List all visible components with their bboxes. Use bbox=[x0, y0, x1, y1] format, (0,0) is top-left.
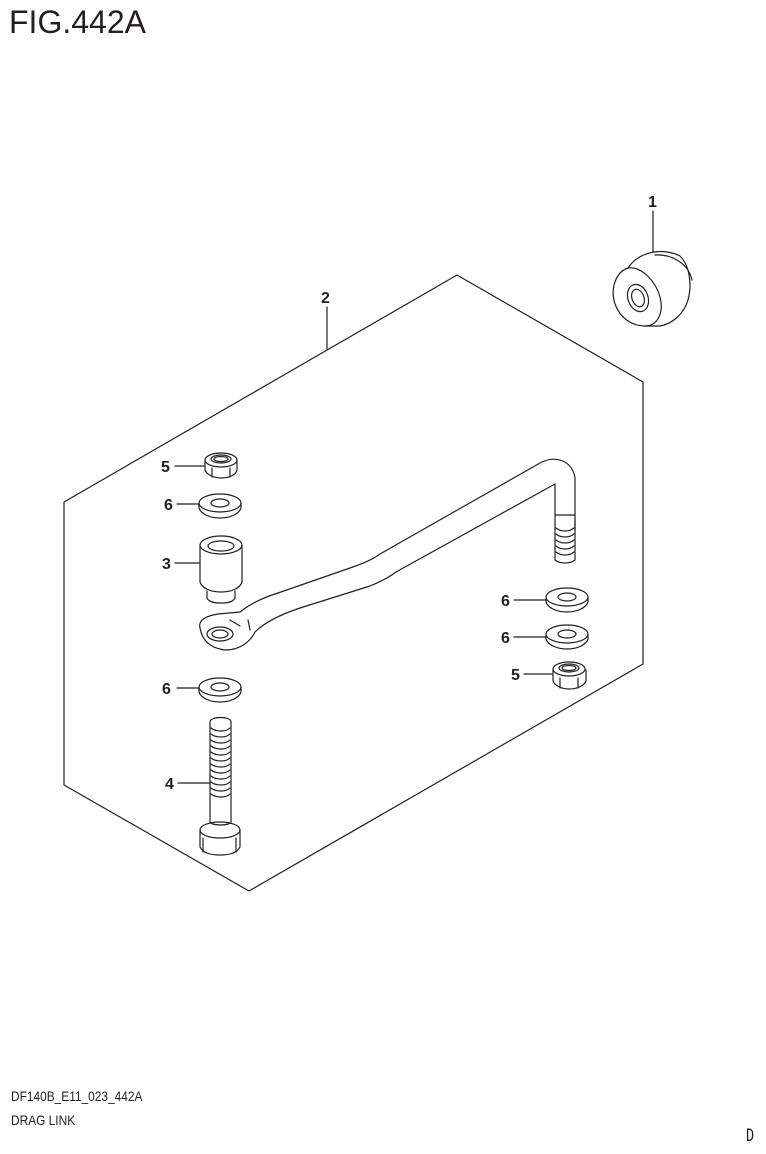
callout-5-top: 5 bbox=[161, 459, 170, 476]
figure-code: DF140B_E11_023_442A bbox=[11, 1088, 143, 1104]
callout-2: 2 bbox=[321, 290, 330, 307]
lock-nut-icon bbox=[174, 452, 238, 479]
bushing-icon bbox=[612, 210, 693, 327]
callout-6-right-lower: 6 bbox=[501, 630, 510, 647]
bolt-icon bbox=[177, 716, 241, 856]
callout-6-right-upper: 6 bbox=[501, 593, 510, 610]
callout-1: 1 bbox=[648, 194, 657, 211]
callout-6-top: 6 bbox=[164, 497, 173, 514]
lock-nut-icon bbox=[523, 661, 587, 690]
callout-5-right: 5 bbox=[511, 667, 520, 684]
assembly-boundary-outline bbox=[63, 274, 644, 892]
figure-title: FIG.442A bbox=[9, 4, 146, 40]
callout-4: 4 bbox=[165, 776, 174, 793]
washer-icon bbox=[176, 677, 242, 703]
figure-name: DRAG LINK bbox=[11, 1112, 76, 1128]
callout-6-lower-left: 6 bbox=[162, 681, 171, 698]
washer-icon bbox=[513, 624, 589, 650]
drag-link-rod-icon bbox=[199, 458, 576, 651]
callout-3: 3 bbox=[162, 556, 171, 573]
washer-icon bbox=[513, 587, 589, 613]
washer-icon bbox=[176, 493, 242, 519]
page-mark: D bbox=[745, 1126, 754, 1146]
collar-spacer-icon bbox=[174, 535, 243, 604]
